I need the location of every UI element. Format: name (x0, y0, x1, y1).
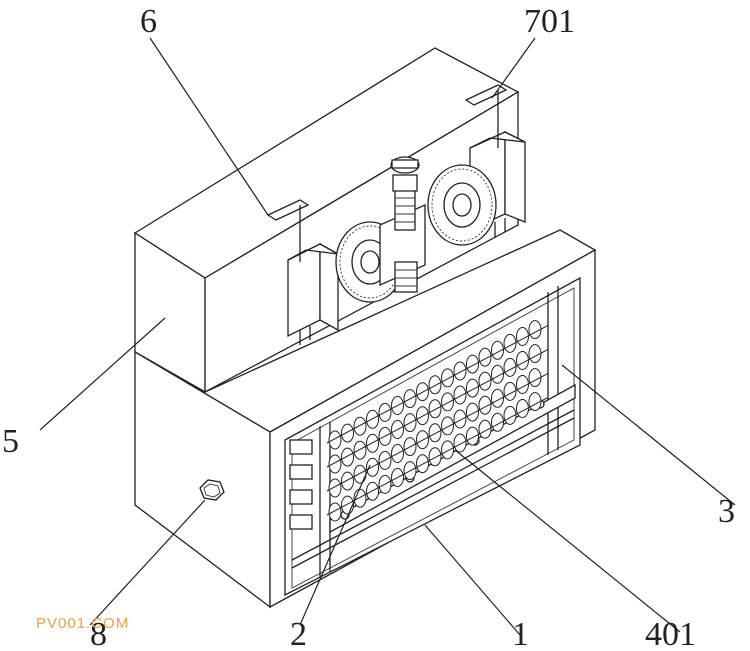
watermark: PV001.COM (36, 615, 130, 632)
spring-coil (503, 333, 517, 353)
spring-coil (491, 340, 504, 360)
spring-coil (466, 378, 479, 398)
spring-coil (353, 440, 367, 460)
spring-coil (353, 416, 367, 436)
spring-coil (478, 395, 492, 415)
spring-coil (466, 426, 479, 446)
spring-coil (503, 381, 517, 401)
roller-axle (326, 349, 548, 468)
spring-coil (341, 495, 354, 515)
spring-coil (328, 502, 342, 522)
spring-coil (328, 430, 342, 450)
spring-coil (441, 392, 454, 412)
label-2: 2 (290, 616, 307, 651)
roller-axle (326, 373, 548, 492)
spring-coil (328, 478, 342, 498)
spring-coil (491, 412, 504, 432)
roller-axle (326, 325, 548, 444)
spring-coil (453, 385, 467, 405)
spring-coil (428, 447, 442, 467)
spring-coil (478, 347, 492, 367)
label-8: 8 (90, 616, 107, 651)
spring-coil (491, 388, 504, 408)
spring-rollers (326, 320, 548, 522)
spring-coil (353, 464, 367, 484)
spring-coil (478, 419, 492, 439)
label-3: 3 (718, 493, 735, 530)
label-401: 401 (645, 616, 696, 651)
spring-coil (441, 368, 454, 388)
spring-coil (428, 375, 442, 395)
spring-coil (341, 447, 354, 467)
label-1: 1 (512, 616, 529, 651)
spring-coil (341, 471, 354, 491)
spring-coil (466, 354, 479, 374)
gear-mechanism (287, 130, 526, 345)
spring-coil (328, 454, 342, 474)
roller-axle (326, 397, 548, 516)
leader-lines (39, 37, 736, 636)
mounting-slots (266, 84, 508, 262)
spring-coil (341, 423, 354, 443)
spring-coil (503, 405, 517, 425)
part-labels: 6 701 5 3 8 2 1 401 (2, 3, 735, 651)
spring-coil (428, 399, 442, 419)
spring-coil (491, 364, 504, 384)
label-701: 701 (524, 3, 575, 40)
spring-coil (503, 357, 517, 377)
spring-coil (453, 409, 467, 429)
roller-end-caps (289, 439, 313, 530)
spring-coil (478, 371, 492, 391)
bolt-nut (199, 479, 225, 501)
spring-coil (428, 423, 442, 443)
spring-coil (441, 416, 454, 436)
spring-coil (466, 402, 479, 422)
spring-coil (453, 361, 467, 381)
spring-coil (453, 433, 467, 453)
label-5: 5 (2, 423, 19, 460)
label-6: 6 (140, 3, 157, 40)
spring-coil (441, 440, 454, 460)
